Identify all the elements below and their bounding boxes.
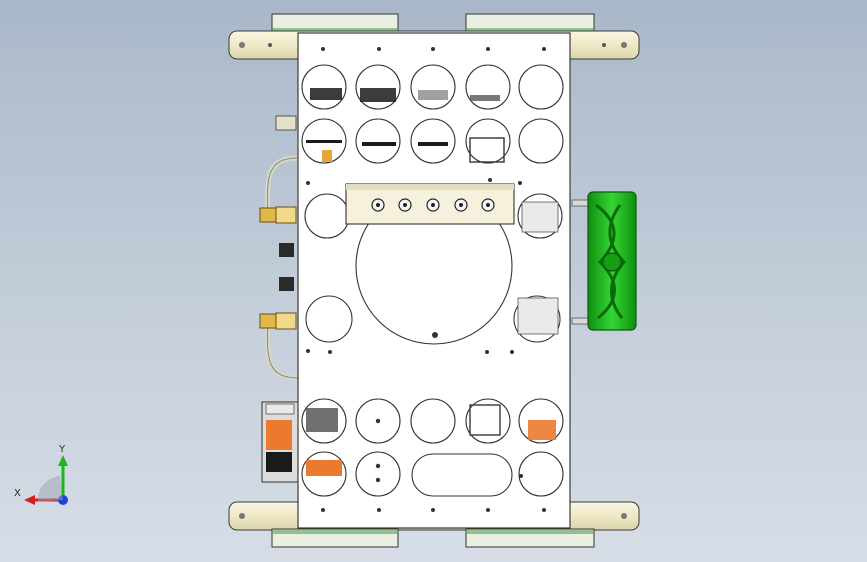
cooling-fan[interactable]	[571, 191, 637, 331]
internal-components	[306, 88, 559, 476]
coaxial-cables[interactable]	[259, 115, 299, 381]
top-plate[interactable]	[297, 32, 571, 529]
axis-triad: Y X	[14, 444, 68, 505]
axis-x-label: X	[14, 488, 21, 499]
side-module	[261, 401, 299, 483]
connector-bar[interactable]	[345, 183, 515, 225]
screw-holes	[306, 47, 546, 512]
axis-y-label: Y	[58, 444, 66, 455]
